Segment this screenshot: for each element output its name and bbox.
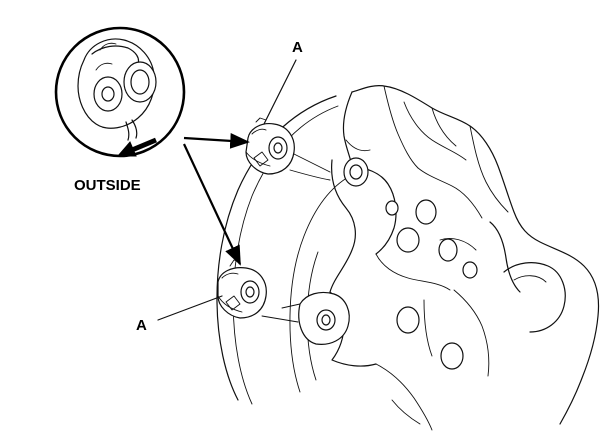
callout-leader-bottom xyxy=(157,295,223,321)
brake-disc-outline xyxy=(216,95,351,405)
steering-knuckle xyxy=(329,85,600,431)
callout-leader-top xyxy=(263,59,297,125)
detail-inset xyxy=(54,26,186,158)
part-a-upper xyxy=(245,117,295,175)
detail-caption: OUTSIDE xyxy=(74,177,141,194)
arrowhead-icon xyxy=(183,132,250,149)
part-a-lower xyxy=(217,259,267,319)
arrow-down-left-icon xyxy=(116,137,157,157)
upper-link-line-2 xyxy=(289,169,331,181)
leader-arrows xyxy=(183,132,250,266)
lower-caliper-boss xyxy=(261,291,350,345)
knuckle-bosses xyxy=(343,157,478,370)
callout-label-top: A xyxy=(292,39,303,56)
callout-label-bottom: A xyxy=(136,317,147,334)
arrowhead-icon xyxy=(183,143,241,266)
